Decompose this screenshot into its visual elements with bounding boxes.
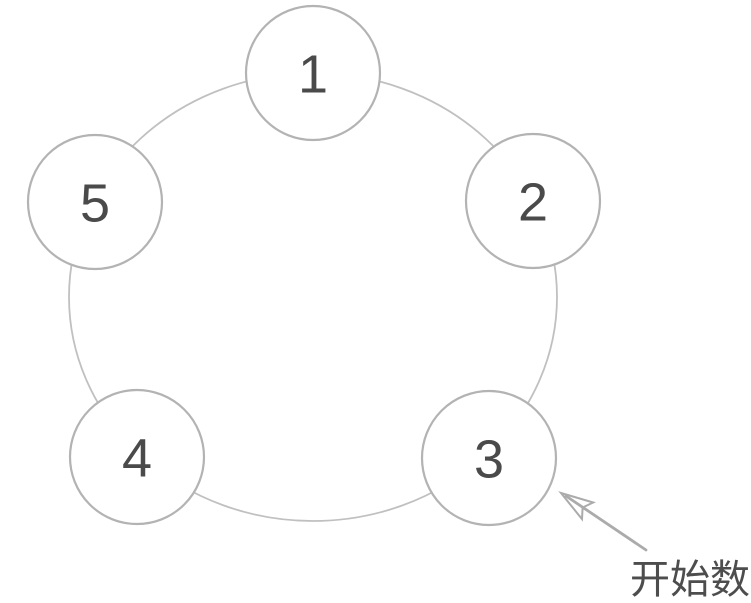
node-3-circle: [420, 389, 558, 527]
node-1-circle: [244, 4, 382, 142]
node-1-label: 1: [298, 44, 328, 104]
node-5-label: 5: [80, 173, 110, 233]
start-arrow: [558, 491, 648, 552]
node-3-label: 3: [474, 429, 504, 489]
arrow-shaft: [564, 494, 648, 552]
node-3: 3: [420, 389, 558, 527]
node-5-circle: [26, 133, 164, 271]
node-2-circle: [464, 132, 602, 270]
node-5: 5: [26, 133, 164, 271]
annotation-label: 开始数: [630, 558, 750, 602]
node-2-label: 2: [518, 172, 548, 232]
node-4-circle: [68, 388, 206, 526]
node-4: 4: [68, 388, 206, 526]
node-1: 1: [244, 4, 382, 142]
node-4-label: 4: [122, 428, 152, 488]
node-2: 2: [464, 132, 602, 270]
